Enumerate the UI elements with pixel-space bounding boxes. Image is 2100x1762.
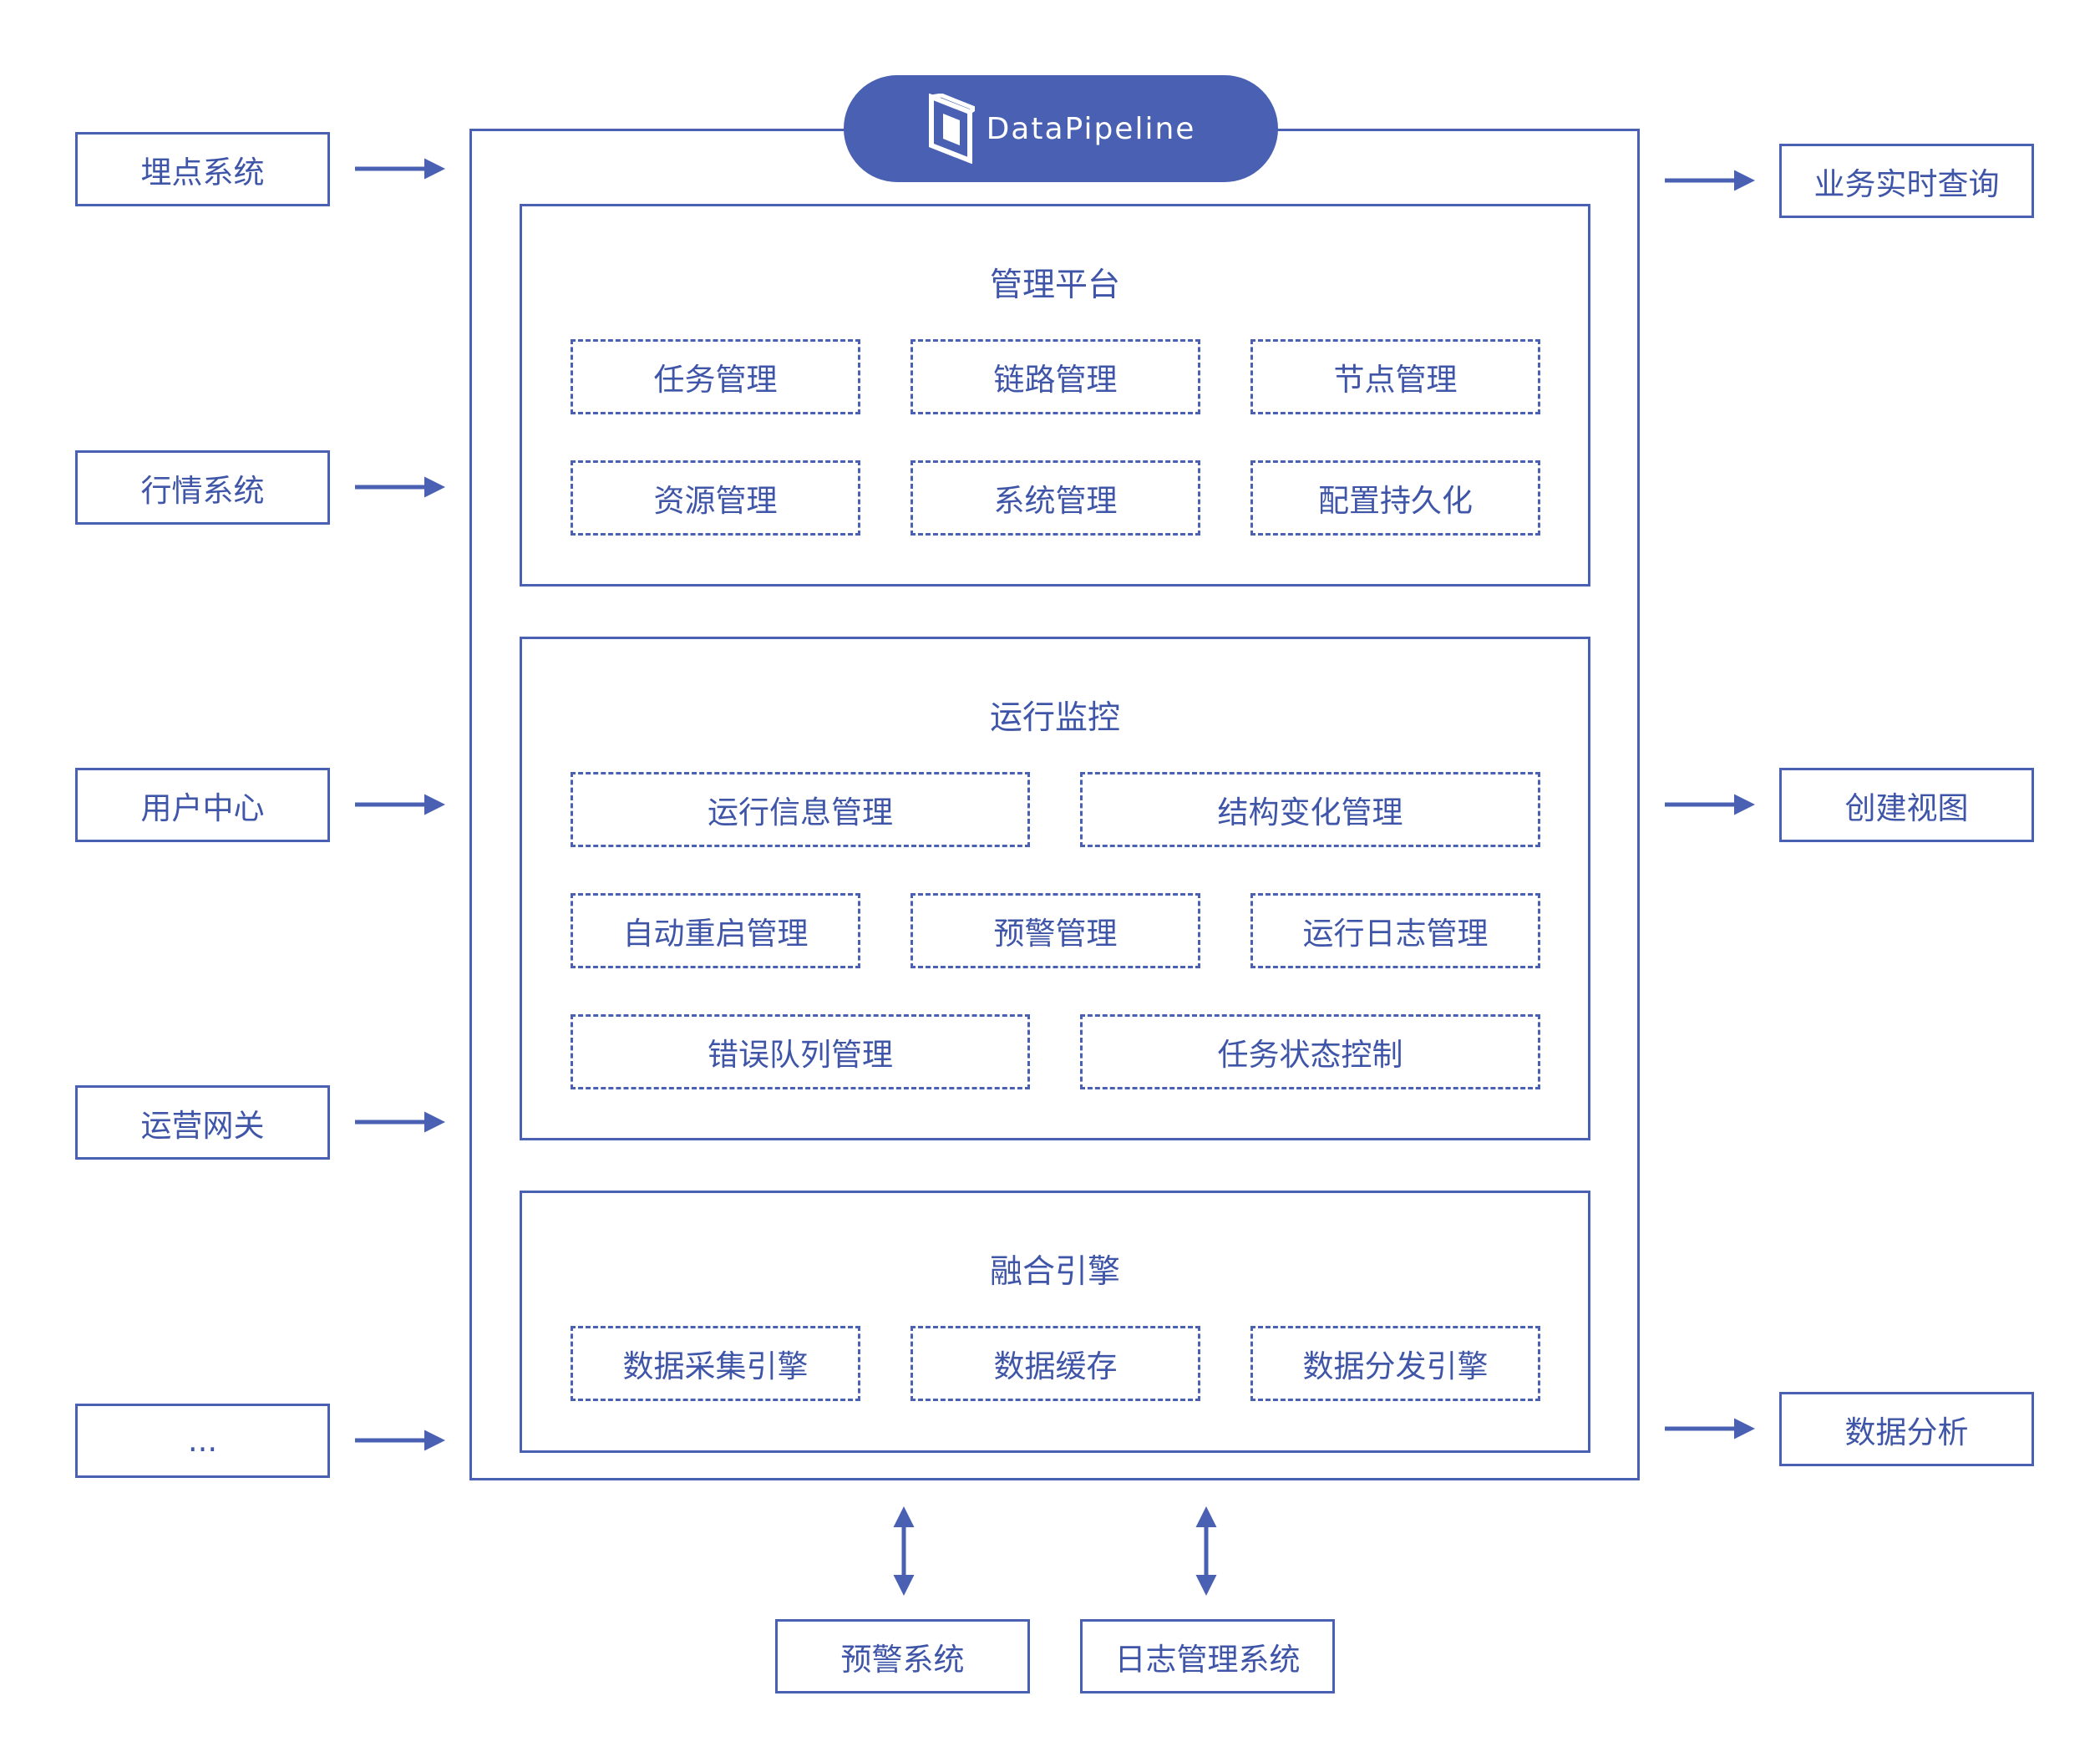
section-monitoring <box>520 637 1590 1140</box>
module-data-cache: 数据缓存 <box>911 1326 1200 1401</box>
section-engine <box>520 1191 1590 1453</box>
module-system-management: 系统管理 <box>911 460 1200 536</box>
bottom-system-alert: 预警系统 <box>775 1619 1030 1693</box>
module-alert-management: 预警管理 <box>911 893 1200 968</box>
brand-badge: DataPipeline <box>844 75 1278 182</box>
section-monitoring-title: 运行监控 <box>989 699 1120 737</box>
input-system-2: 行情系统 <box>75 450 330 525</box>
brand-name: DataPipeline <box>986 111 1196 146</box>
datapipeline-logo-icon <box>928 94 975 164</box>
module-runtime-log: 运行日志管理 <box>1250 893 1540 968</box>
module-runtime-info: 运行信息管理 <box>571 772 1030 847</box>
input-system-1: 埋点系统 <box>75 132 330 206</box>
module-auto-restart: 自动重启管理 <box>571 893 860 968</box>
output-system-2: 创建视图 <box>1779 768 2034 842</box>
module-schema-change: 结构变化管理 <box>1080 772 1540 847</box>
input-system-4: 运营网关 <box>75 1085 330 1160</box>
section-management <box>520 204 1590 586</box>
output-system-1: 业务实时查询 <box>1779 144 2034 218</box>
section-management-title: 管理平台 <box>989 267 1120 304</box>
module-task-management: 任务管理 <box>571 339 860 414</box>
module-data-collection-engine: 数据采集引擎 <box>571 1326 860 1401</box>
module-config-persistence: 配置持久化 <box>1250 460 1540 536</box>
output-system-3: 数据分析 <box>1779 1392 2034 1466</box>
section-engine-title: 融合引擎 <box>989 1253 1120 1291</box>
module-node-management: 节点管理 <box>1250 339 1540 414</box>
module-task-state-control: 任务状态控制 <box>1080 1014 1540 1089</box>
module-error-queue: 错误队列管理 <box>571 1014 1030 1089</box>
input-system-more: ... <box>75 1404 330 1478</box>
module-resource-management: 资源管理 <box>571 460 860 536</box>
module-data-distribution-engine: 数据分发引擎 <box>1250 1326 1540 1401</box>
input-system-3: 用户中心 <box>75 768 330 842</box>
module-link-management: 链路管理 <box>911 339 1200 414</box>
bottom-system-log: 日志管理系统 <box>1080 1619 1335 1693</box>
